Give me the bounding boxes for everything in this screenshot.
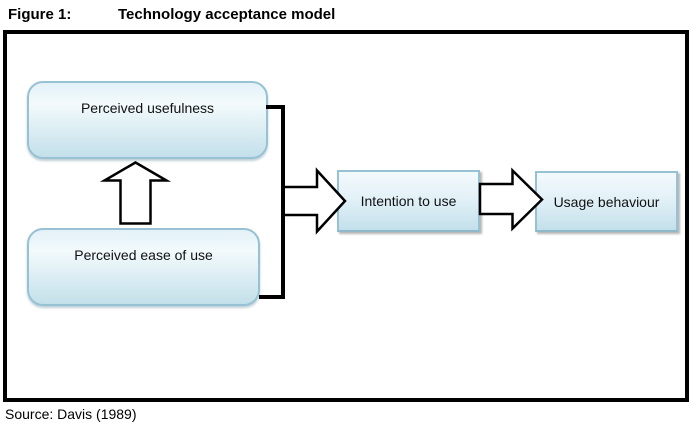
diagram-frame (3, 30, 689, 402)
node-usage-behaviour: Usage behaviour (535, 171, 678, 232)
figure-title: Technology acceptance model (118, 6, 336, 23)
node-label: Perceived ease of use (74, 247, 213, 263)
node-perceived-usefulness: Perceived usefulness (27, 81, 268, 159)
figure-caption: Figure 1: Technology acceptance model (0, 6, 696, 26)
figure-label: Figure 1: (8, 6, 72, 23)
source-line: Source: Davis (1989) (5, 406, 137, 422)
node-label: Perceived usefulness (80, 100, 215, 116)
node-intention-to-use: Intention to use (337, 170, 480, 232)
node-label: Intention to use (360, 193, 457, 209)
node-perceived-ease-of-use: Perceived ease of use (27, 228, 260, 306)
node-label: Usage behaviour (553, 193, 660, 210)
